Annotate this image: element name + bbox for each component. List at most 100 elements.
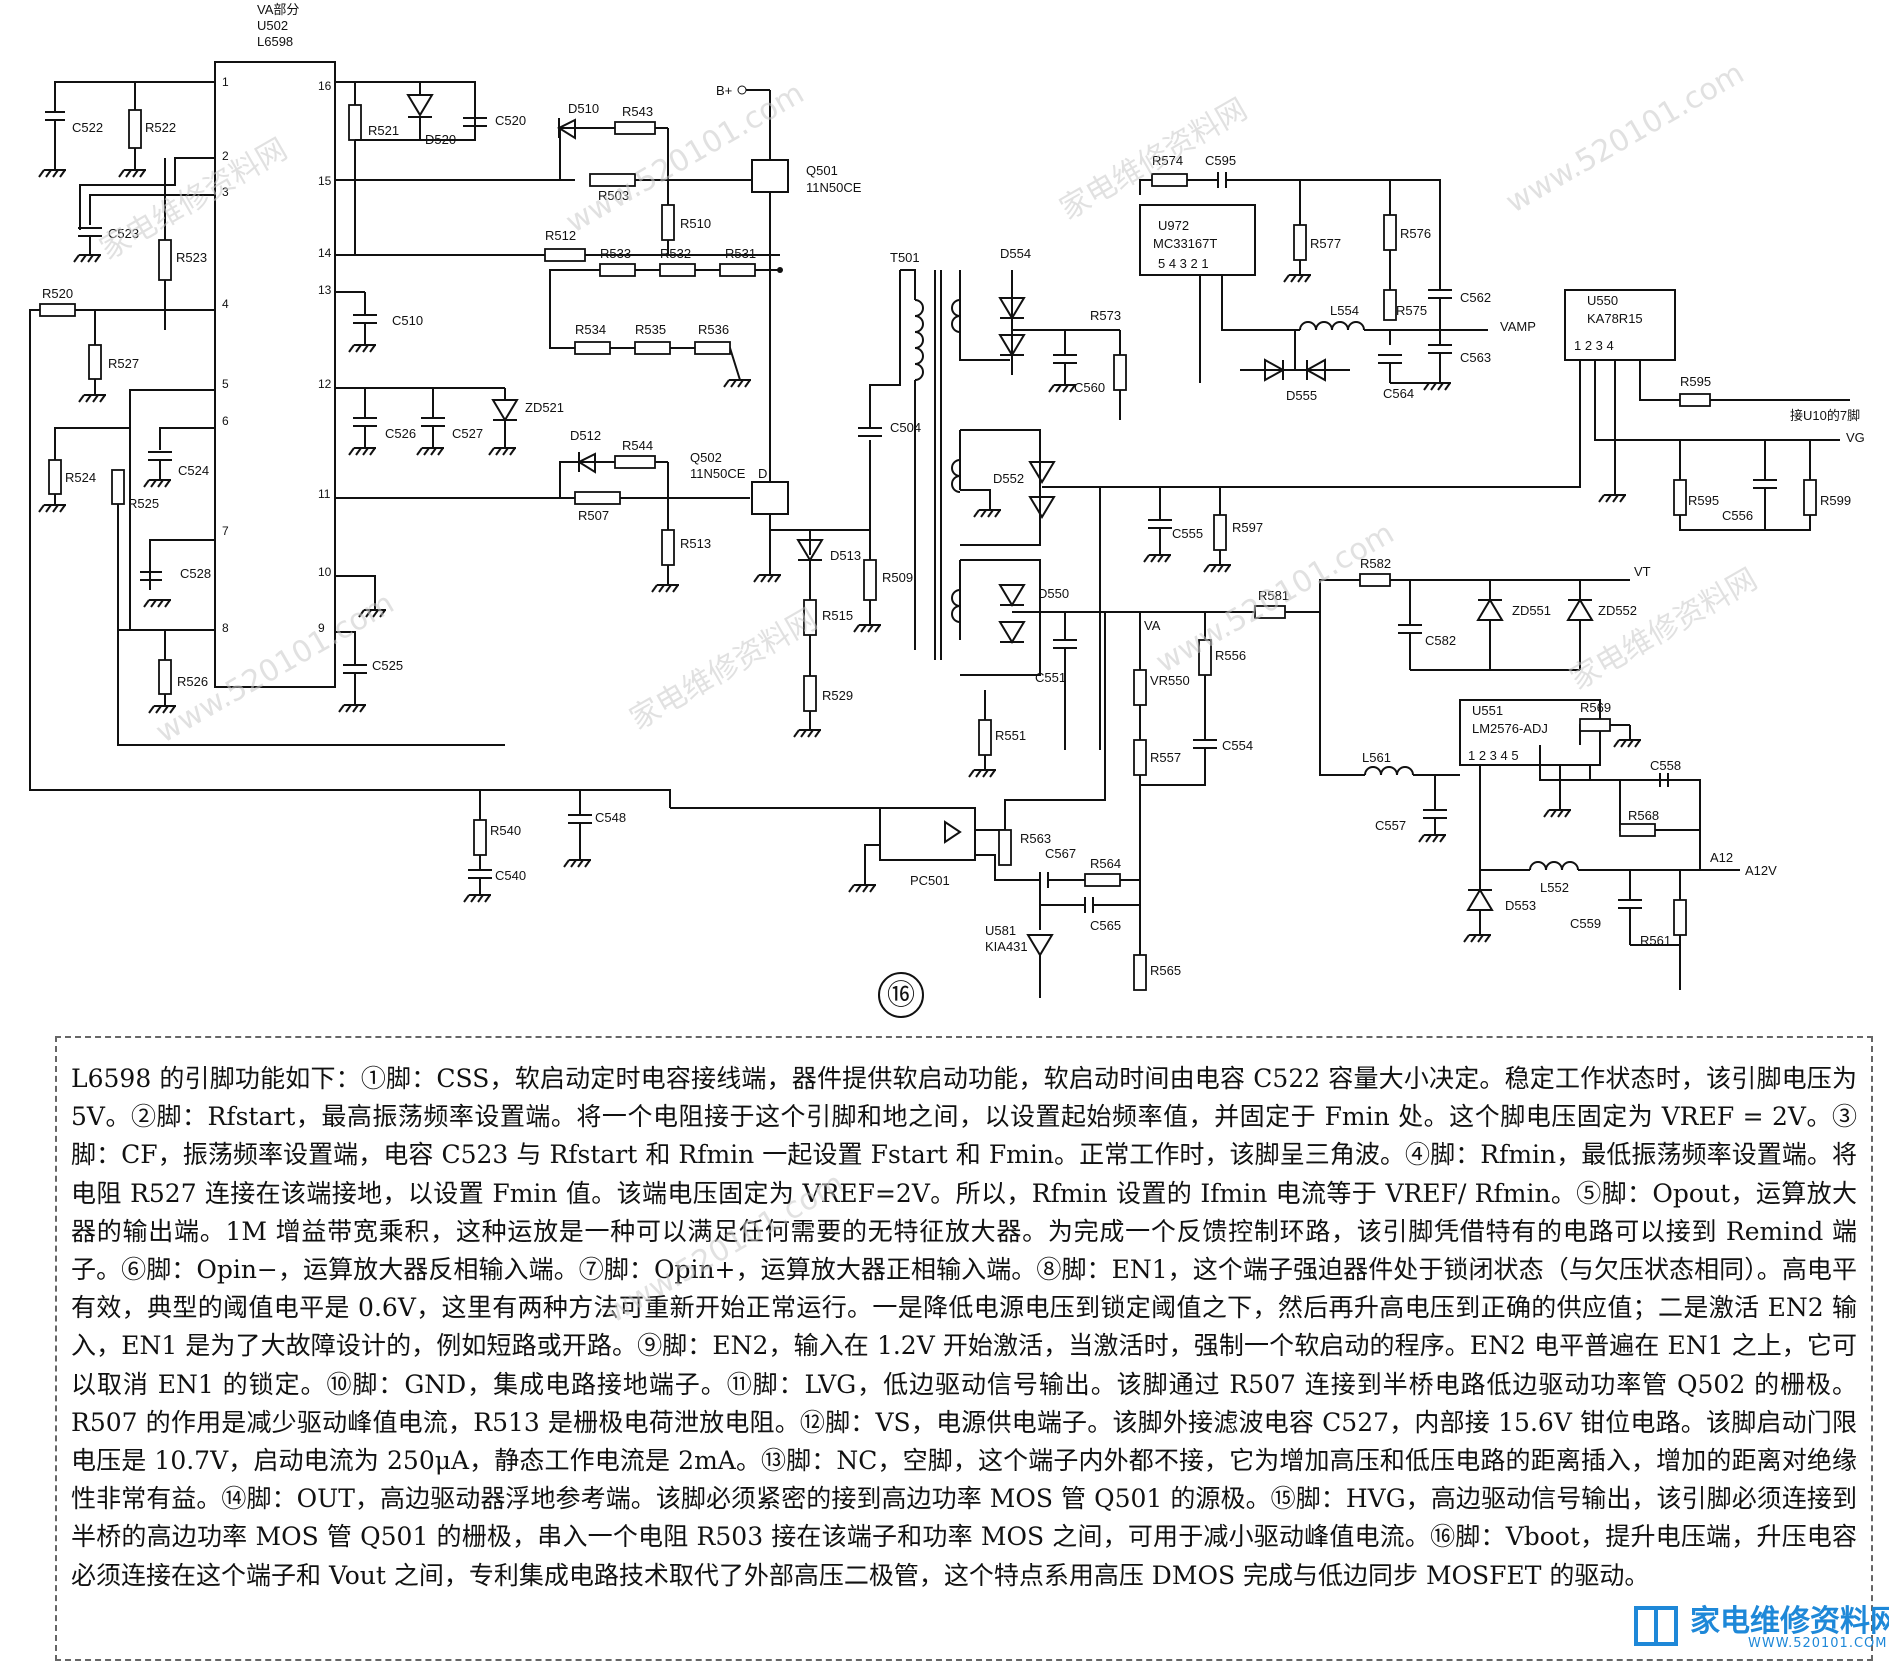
svg-text:R532: R532: [660, 246, 691, 261]
svg-text:C559: C559: [1570, 916, 1601, 931]
svg-text:1 2 3 4 5: 1 2 3 4 5: [1468, 748, 1519, 763]
logo-url: WWW.520101.COM: [1748, 1636, 1888, 1651]
svg-text:MC33167T: MC33167T: [1153, 236, 1217, 251]
svg-text:R522: R522: [145, 120, 176, 135]
svg-text:C523: C523: [108, 226, 139, 241]
svg-text:T501: T501: [890, 250, 920, 265]
svg-text:R510: R510: [680, 216, 711, 231]
secondary-vg-va: D552 C555 R597 D550 VA C551 R551 R581 R5…: [951, 355, 1651, 990]
svg-text:ZD552: ZD552: [1598, 603, 1637, 618]
feedback-network: R540 C540 C548 PC501 R563 C567 R564 C565…: [463, 612, 1181, 998]
svg-text:D512: D512: [570, 428, 601, 443]
svg-text:C522: C522: [72, 120, 103, 135]
svg-text:R595: R595: [1680, 374, 1711, 389]
svg-text:R512: R512: [545, 228, 576, 243]
regulator-u550: U550 KA78R15 1 2 3 4 R595 接U10的7脚 VG R59…: [1564, 289, 1865, 531]
svg-text:R527: R527: [108, 356, 139, 371]
svg-text:PC501: PC501: [910, 873, 950, 888]
svg-text:R556: R556: [1215, 648, 1246, 663]
svg-text:1: 1: [222, 75, 229, 89]
svg-text:A12V: A12V: [1745, 863, 1777, 878]
svg-text:KA78R15: KA78R15: [1587, 311, 1643, 326]
svg-text:C560: C560: [1074, 380, 1105, 395]
svg-text:R520: R520: [42, 286, 73, 301]
pin-description-text: L6598 的引脚功能如下：①脚：CSS，软启动定时电容接线端，器件提供软启动功…: [71, 1064, 1857, 1590]
svg-text:C548: C548: [595, 810, 626, 825]
svg-text:5 4 3 2 1: 5 4 3 2 1: [1158, 256, 1209, 271]
svg-text:Q502: Q502: [690, 450, 722, 465]
svg-text:R513: R513: [680, 536, 711, 551]
svg-text:7: 7: [222, 524, 229, 538]
svg-text:13: 13: [318, 283, 332, 297]
logo-text: 家电维修资料网: [1690, 1604, 1889, 1639]
svg-text:4: 4: [222, 297, 229, 311]
svg-text:Q501: Q501: [806, 163, 838, 178]
svg-text:R544: R544: [622, 438, 653, 453]
svg-text:11N50CE: 11N50CE: [806, 180, 862, 195]
svg-text:VA部分: VA部分: [257, 2, 299, 17]
svg-text:C525: C525: [372, 658, 403, 673]
svg-text:R557: R557: [1150, 750, 1181, 765]
svg-text:U550: U550: [1587, 293, 1618, 308]
svg-text:C528: C528: [180, 566, 211, 581]
svg-text:R503: R503: [598, 188, 629, 203]
svg-text:D552: D552: [993, 471, 1024, 486]
svg-text:C551: C551: [1035, 670, 1066, 685]
svg-text:R535: R535: [635, 322, 666, 337]
svg-text:R507: R507: [578, 508, 609, 523]
ic-u502: VA部分 U502 L6598 1 2 3 4 5 6 7 8 16 15 14…: [214, 2, 336, 688]
regulator-u551: L561 C557 U551 LM2576-ADJ 1 2 3 4 5 R569…: [1319, 612, 1777, 990]
svg-text:R515: R515: [822, 608, 853, 623]
svg-text:U551: U551: [1472, 703, 1503, 718]
svg-text:VG: VG: [1846, 430, 1865, 445]
svg-text:6: 6: [222, 414, 229, 428]
svg-text:R565: R565: [1150, 963, 1181, 978]
svg-text:C527: C527: [452, 426, 483, 441]
svg-text:C557: C557: [1375, 818, 1406, 833]
svg-text:R576: R576: [1400, 226, 1431, 241]
svg-text:11: 11: [318, 487, 331, 501]
svg-text:R526: R526: [177, 674, 208, 689]
schematic-diagram: VA部分 U502 L6598 1 2 3 4 5 6 7 8 16 15 14…: [29, 2, 1865, 998]
svg-text:10: 10: [318, 565, 332, 579]
svg-text:U502: U502: [257, 18, 288, 33]
svg-text:R564: R564: [1090, 856, 1121, 871]
svg-text:L6598: L6598: [257, 34, 293, 49]
svg-text:VA: VA: [1144, 618, 1161, 633]
svg-text:C562: C562: [1460, 290, 1491, 305]
svg-text:R582: R582: [1360, 556, 1391, 571]
svg-text:KIA431: KIA431: [985, 939, 1028, 954]
svg-text:D: D: [758, 466, 767, 481]
svg-text:A12: A12: [1710, 850, 1733, 865]
svg-text:R563: R563: [1020, 831, 1051, 846]
svg-text:VAMP: VAMP: [1500, 319, 1536, 334]
svg-text:C565: C565: [1090, 918, 1121, 933]
svg-text:C564: C564: [1383, 386, 1414, 401]
svg-text:R524: R524: [65, 470, 96, 485]
svg-text:8: 8: [222, 621, 229, 635]
svg-text:R523: R523: [176, 250, 207, 265]
svg-text:R536: R536: [698, 322, 729, 337]
svg-text:R569: R569: [1580, 700, 1611, 715]
svg-text:C526: C526: [385, 426, 416, 441]
svg-text:R573: R573: [1090, 308, 1121, 323]
svg-text:C563: C563: [1460, 350, 1491, 365]
svg-text:D554: D554: [1000, 246, 1031, 261]
svg-text:16: 16: [318, 79, 332, 93]
svg-text:R525: R525: [128, 496, 159, 511]
svg-text:LM2576-ADJ: LM2576-ADJ: [1472, 721, 1548, 736]
svg-text:C524: C524: [178, 463, 209, 478]
svg-text:12: 12: [318, 377, 332, 391]
svg-text:R595: R595: [1688, 493, 1719, 508]
svg-text:R599: R599: [1820, 493, 1851, 508]
svg-text:R540: R540: [490, 823, 521, 838]
svg-text:L552: L552: [1540, 880, 1569, 895]
svg-text:R577: R577: [1310, 236, 1341, 251]
svg-text:D550: D550: [1038, 586, 1069, 601]
figure-number: ⑯: [878, 972, 924, 1018]
svg-text:14: 14: [318, 246, 332, 260]
svg-text:R581: R581: [1258, 588, 1289, 603]
svg-text:C554: C554: [1222, 738, 1253, 753]
svg-text:11N50CE: 11N50CE: [690, 466, 746, 481]
svg-text:D510: D510: [568, 101, 599, 116]
